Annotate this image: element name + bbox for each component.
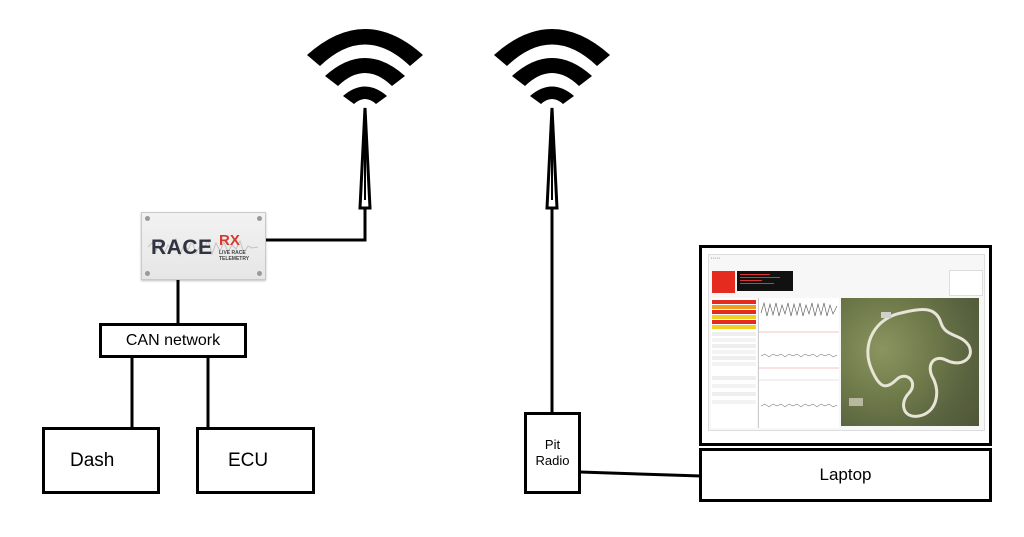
laptop-screen: ▪ ▪ ▪ ▪ ▪ <box>699 245 992 446</box>
dash-node: Dash <box>42 427 160 494</box>
track-map <box>841 298 979 426</box>
signal-wave-icon <box>148 237 258 257</box>
laptop-node: Laptop <box>699 448 992 502</box>
racerx-logo-accent: RX <box>219 232 240 249</box>
screw-icon <box>145 271 150 276</box>
radio-to-laptop <box>579 470 702 478</box>
right-antenna-mast <box>545 107 559 210</box>
status-readout <box>737 271 793 291</box>
alert-tile <box>712 271 735 293</box>
screw-icon <box>257 271 262 276</box>
pit-radio-label: Pit Radio <box>535 437 570 468</box>
channel-table <box>711 298 757 428</box>
racerx-logo-main: RACE <box>151 236 213 259</box>
left-antenna-mast <box>358 107 372 210</box>
connector-lines <box>130 208 702 478</box>
laptop-label: Laptop <box>819 465 872 484</box>
can-network-node: CAN network <box>99 323 247 358</box>
dash-label: Dash <box>70 449 115 471</box>
right-wifi-icon <box>494 29 610 104</box>
racerx-telemetry-device: RACE RX LIVE RACE TELEMETRY <box>141 212 266 280</box>
telemetry-app-window: ▪ ▪ ▪ ▪ ▪ <box>708 254 985 431</box>
racerx-to-left-antenna <box>264 208 367 242</box>
app-menu-bar: ▪ ▪ ▪ ▪ ▪ <box>711 256 720 260</box>
can-network-label: CAN network <box>125 331 221 349</box>
screw-icon <box>145 216 150 221</box>
ecu-label: ECU <box>228 449 269 471</box>
ecu-node: ECU <box>196 427 315 494</box>
racerx-tagline: LIVE RACE TELEMETRY <box>219 250 250 262</box>
screw-icon <box>257 216 262 221</box>
app-logo-area <box>949 270 983 296</box>
telemetry-graphs <box>758 298 839 428</box>
pit-radio-node: Pit Radio <box>524 412 581 494</box>
left-wifi-icon <box>307 29 423 104</box>
